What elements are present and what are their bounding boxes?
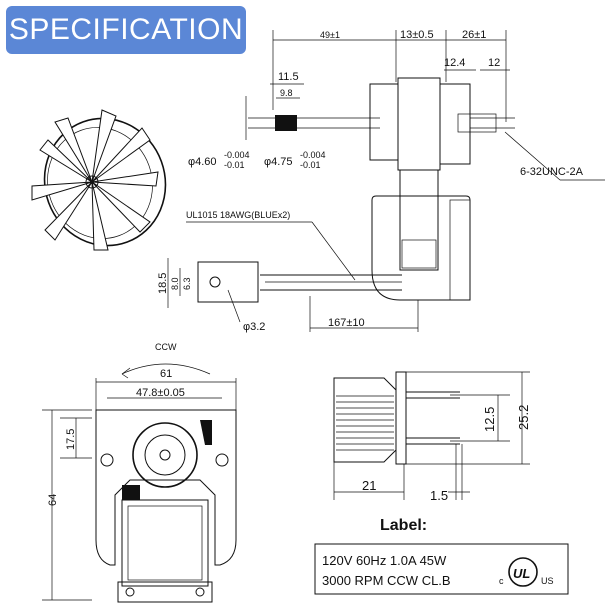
svg-text:US: US bbox=[541, 576, 554, 586]
label-heading: Label: bbox=[380, 517, 427, 534]
dim-overall-length: 49±1 bbox=[320, 30, 340, 40]
thread-spec: 6-32UNC-2A bbox=[520, 166, 584, 178]
ul-certification-mark: c UL US bbox=[499, 557, 554, 587]
fan-blade-illustration bbox=[31, 109, 167, 251]
shaft-dia-front: φ4.60 bbox=[188, 156, 217, 168]
label-box bbox=[314, 543, 569, 595]
terminal-6-3: 6.3 bbox=[182, 277, 192, 290]
dim-thread-12: 12 bbox=[488, 57, 500, 69]
dim-shaft-11-5: 11.5 bbox=[278, 71, 299, 83]
conn-pin-thickness: 1.5 bbox=[430, 488, 448, 503]
shaft-dia-front-tol-upper: -0.004 bbox=[224, 150, 250, 160]
terminal-18-5: 18.5 bbox=[157, 273, 169, 294]
dim-mount-length: 13±0.5 bbox=[400, 29, 434, 41]
connector-view: 12.5 25.2 21 1.5 bbox=[333, 371, 531, 503]
shaft-dia-rear-tol-upper: -0.004 bbox=[300, 150, 326, 160]
dim-shaft-9-8: 9.8 bbox=[280, 88, 293, 98]
wire-spec: UL1015 18AWG(BLUEx2) bbox=[186, 210, 290, 220]
label-section: Label: 120V 60Hz 1.0A 45W 3000 RPM CCW C… bbox=[314, 517, 569, 595]
page-title: SPECIFICATION bbox=[8, 13, 244, 46]
front-view: CCW 61 47.8±0.05 17.5 64 bbox=[42, 342, 237, 603]
conn-pin-spacing: 12.5 bbox=[482, 407, 497, 432]
shaft-dia-rear: φ4.75 bbox=[264, 156, 293, 168]
dim-rear-length: 26±1 bbox=[462, 29, 486, 41]
side-view: 49±1 13±0.5 26±1 11.5 9.8 12.4 12 6-32UN… bbox=[157, 29, 605, 333]
conn-height: 25.2 bbox=[516, 405, 531, 430]
hole-dia: φ3.2 bbox=[243, 321, 265, 333]
rotation-label: CCW bbox=[155, 342, 177, 352]
specification-badge: SPECIFICATION bbox=[6, 6, 246, 54]
shaft-dia-rear-tol-lower: -0.01 bbox=[300, 160, 321, 170]
frame-height: 64 bbox=[47, 494, 59, 506]
lead-length: 167±10 bbox=[328, 317, 365, 329]
label-line-1: 120V 60Hz 1.0A 45W bbox=[322, 553, 447, 568]
svg-text:c: c bbox=[499, 576, 504, 586]
hole-spacing: 47.8±0.05 bbox=[136, 387, 185, 399]
conn-length: 21 bbox=[362, 478, 376, 493]
shaft-dia-front-tol-lower: -0.01 bbox=[224, 160, 245, 170]
hole-height: 17.5 bbox=[65, 429, 77, 450]
frame-width: 61 bbox=[160, 368, 172, 380]
svg-text:UL: UL bbox=[513, 566, 530, 581]
terminal-8-0: 8.0 bbox=[170, 277, 180, 290]
dim-thread-12-4: 12.4 bbox=[444, 57, 465, 69]
label-line-2: 3000 RPM CCW CL.B bbox=[322, 573, 451, 588]
